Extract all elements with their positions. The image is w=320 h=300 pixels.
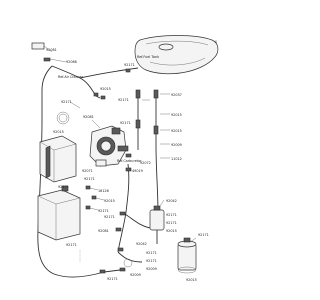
part-92015-e: 92015 [104, 199, 115, 203]
part-92171-a: 92171 [61, 100, 72, 104]
clamps-left-mid [85, 185, 105, 211]
part-92072: 92072 [140, 161, 151, 165]
ref-air-cleaner-label: Ref.Air Cleaner [58, 75, 84, 79]
hose-clamps [93, 68, 131, 100]
part-11012: 11012 [171, 157, 182, 161]
part-92171-k: 92171 [146, 251, 157, 255]
part-92009-b: 92009 [146, 267, 157, 271]
right-side-callouts [142, 93, 170, 159]
part-92042: 92042 [166, 199, 177, 203]
part-92171-h: 92171 [166, 221, 177, 225]
part-16126: 16126 [98, 189, 109, 193]
part-92171-n: 92171 [107, 277, 118, 281]
fuel-filter [149, 205, 165, 244]
part-92015-d: 92015 [53, 130, 64, 134]
ref-carburetor-label: Ref.Carburetor [117, 159, 142, 163]
part-92015-f: 92015 [166, 229, 177, 233]
part-92042-b: 92042 [136, 242, 147, 246]
fuel-evaporative-system-diagram: F/0454 Ref.Fuel Tank 92081 92066 Ref.Air… [31, 35, 219, 282]
part-92081-top: 92081 [46, 48, 57, 52]
part-92171: 92171 [124, 63, 135, 67]
bottom-left-clamps [79, 250, 126, 274]
canister-upper [39, 135, 77, 183]
part-92171-l: 92171 [146, 259, 157, 263]
part-92171-f: 92171 [98, 209, 109, 213]
part-92081-bl: 92081 [98, 229, 109, 233]
part-92071: 92071 [82, 169, 93, 173]
part-92066: 92066 [66, 60, 77, 64]
tee-fitting-center [125, 153, 132, 172]
part-92015-g: 92015 [186, 278, 197, 282]
hose-fitting-top-left [43, 57, 67, 63]
part-92015-a: 92015 [100, 87, 111, 91]
part-92171-i: 92171 [198, 233, 209, 237]
part-92037: 92037 [171, 93, 182, 97]
clamp-bracket-top-left [31, 42, 53, 53]
fuel-tank [134, 35, 219, 75]
lower-center-fittings [115, 211, 151, 268]
carburetor [89, 125, 129, 167]
hose-ring-left [56, 111, 70, 125]
part-92009-c: 92009 [130, 273, 141, 277]
part-92171-b: 92171 [120, 121, 131, 125]
part-92171-d: 92171 [58, 185, 69, 189]
ref-fuel-tank-label: Ref.Fuel Tank [137, 55, 159, 59]
part-92171-g: 92171 [166, 213, 177, 217]
vertical-fitting-right-2 [135, 89, 141, 150]
part-92171-e: 92171 [84, 177, 95, 181]
part-49019: 49019 [132, 169, 143, 173]
part-92081-right: 92081 [83, 115, 94, 119]
part-92009: 92009 [171, 143, 182, 147]
part-92015-c: 92015 [171, 129, 182, 133]
part-92171-c: 92171 [118, 98, 129, 102]
fuel-pump-cylinder [177, 237, 197, 274]
part-92171-m: 92171 [66, 243, 77, 247]
vertical-fitting-right-1 [153, 89, 159, 146]
parts-diagram-svg: F/0454 Ref.Fuel Tank 92081 92066 Ref.Air… [31, 35, 219, 282]
canister-lower [37, 185, 81, 241]
part-92015-b: 92015 [171, 113, 182, 117]
part-92171-j: 92171 [104, 215, 115, 219]
